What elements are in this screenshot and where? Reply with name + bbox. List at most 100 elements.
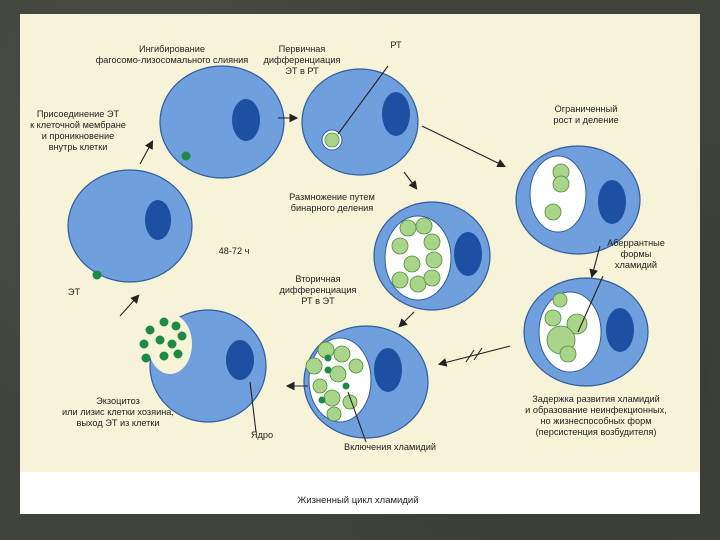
elementary-body	[324, 366, 332, 374]
aberrant-body	[544, 309, 562, 327]
reticulate-body	[342, 394, 358, 410]
reticulate-body	[391, 271, 409, 289]
host-cell-aberrant	[523, 277, 649, 387]
reticulate-body	[544, 203, 562, 221]
host-cell-primary-differentiation	[301, 68, 419, 176]
chlamydia-life-cycle-diagram: Ингибирование фагосомо-лизосомального сл…	[30, 40, 667, 452]
aberrant-body	[552, 292, 568, 308]
cell-body	[159, 65, 285, 179]
pointer-line	[347, 391, 367, 443]
figure-caption: Жизненный цикл хламидий	[298, 495, 419, 506]
reticulate-body	[329, 365, 347, 383]
elementary-body	[139, 339, 149, 349]
label-attachment-4: внутрь клетки	[49, 142, 108, 152]
label-delay-3: но жизнеспособных форм	[540, 416, 651, 426]
slide: Ингибирование фагосомо-лизосомального сл…	[20, 14, 700, 514]
label-attachment-3: и проникновение	[42, 131, 115, 141]
label-secondary-diff-2: дифференциация	[280, 285, 357, 295]
label-time: 48-72 ч	[219, 246, 250, 256]
arrow	[119, 294, 140, 317]
label-delay-4: (персистенция возбудителя)	[536, 427, 657, 437]
label-inhibition-2: фагосомо-лизосомального слияния	[96, 55, 249, 65]
reticulate-body	[312, 378, 328, 394]
label-nucleus: Ядро	[251, 430, 273, 440]
elementary-body	[159, 317, 169, 327]
reticulate-body	[391, 237, 409, 255]
nucleus	[226, 340, 254, 380]
reticulate-body	[415, 217, 433, 235]
aberrant-body	[566, 313, 588, 335]
host-cell-secondary-differentiation	[303, 325, 429, 439]
label-exocytosis-2: или лизис клетки хозяина,	[62, 407, 174, 417]
elementary-body	[167, 339, 177, 349]
arrow	[403, 171, 418, 190]
aberrant-body	[559, 345, 577, 363]
nucleus	[606, 308, 634, 352]
arrows	[119, 65, 604, 443]
label-delay-1: Задержка развития хламидий	[532, 394, 660, 404]
elementary-body	[92, 270, 102, 280]
label-rt: РТ	[390, 40, 402, 50]
reticulate-body	[552, 175, 570, 193]
reticulate-body	[409, 275, 427, 293]
reticulate-body	[423, 233, 441, 251]
elementary-body	[145, 325, 155, 335]
elementary-body	[342, 382, 350, 390]
elementary-body	[324, 354, 332, 362]
nucleus	[382, 92, 410, 136]
label-delay-2: и образование неинфекционных,	[525, 405, 667, 415]
vacuole	[529, 155, 587, 233]
arrow	[139, 140, 154, 165]
nucleus	[374, 348, 402, 392]
elementary-body	[318, 396, 326, 404]
elementary-body	[177, 331, 187, 341]
reticulate-body	[425, 251, 443, 269]
arrow-blocked	[437, 345, 511, 367]
host-cell-binary-division	[373, 201, 491, 311]
label-inclusions: Включения хламидий	[344, 442, 436, 452]
block-mark	[473, 347, 483, 361]
host-cell-exocytosis	[139, 309, 267, 423]
nucleus	[232, 99, 260, 141]
label-primary-diff-1: Первичная	[279, 44, 326, 54]
pointer-line	[249, 381, 257, 433]
elementary-body	[173, 349, 183, 359]
label-aberrant-2: формы	[621, 249, 652, 259]
host-cell-et	[67, 169, 193, 283]
label-attachment-2: к клеточной мембране	[30, 120, 126, 130]
label-aberrant-1: Аберрантные	[607, 238, 665, 248]
reticulate-body	[323, 389, 341, 407]
reticulate-body	[399, 219, 417, 237]
label-secondary-diff-1: Вторичная	[295, 274, 340, 284]
label-secondary-diff-3: РТ в ЭТ	[301, 296, 335, 306]
pointer-line	[577, 275, 604, 333]
elementary-body	[171, 321, 181, 331]
cell-body	[67, 169, 193, 283]
label-primary-diff-3: ЭТ в РТ	[285, 66, 319, 76]
block-mark	[465, 349, 475, 363]
reticulate-body	[348, 358, 364, 374]
nucleus	[598, 180, 626, 224]
diagram-area: Ингибирование фагосомо-лизосомального сл…	[20, 14, 700, 472]
elementary-body	[181, 151, 191, 161]
label-limited-growth-1: Ограниченный	[555, 104, 618, 114]
arrow	[398, 311, 415, 328]
elementary-body	[141, 353, 151, 363]
label-limited-growth-2: рост и деление	[553, 115, 618, 125]
reticulate-body	[333, 345, 351, 363]
reticulate-body	[403, 255, 421, 273]
host-cell-attachment	[159, 65, 285, 179]
label-binary-division-2: бинарного деления	[291, 203, 374, 213]
label-exocytosis-3: выход ЭТ из клетки	[76, 418, 159, 428]
reticulate-body	[305, 357, 323, 375]
pointer-line	[337, 65, 389, 135]
arrow	[421, 125, 506, 168]
label-binary-division-1: Размножение путем	[289, 192, 375, 202]
label-aberrant-3: хламидий	[615, 260, 657, 270]
label-exocytosis-1: Экзоцитоз	[96, 396, 140, 406]
label-primary-diff-2: дифференциация	[264, 55, 341, 65]
label-attachment-1: Присоединение ЭТ	[37, 109, 120, 119]
reticulate-body	[326, 406, 342, 422]
host-cell-limited-growth	[515, 145, 641, 255]
label-et: ЭТ	[68, 287, 81, 297]
